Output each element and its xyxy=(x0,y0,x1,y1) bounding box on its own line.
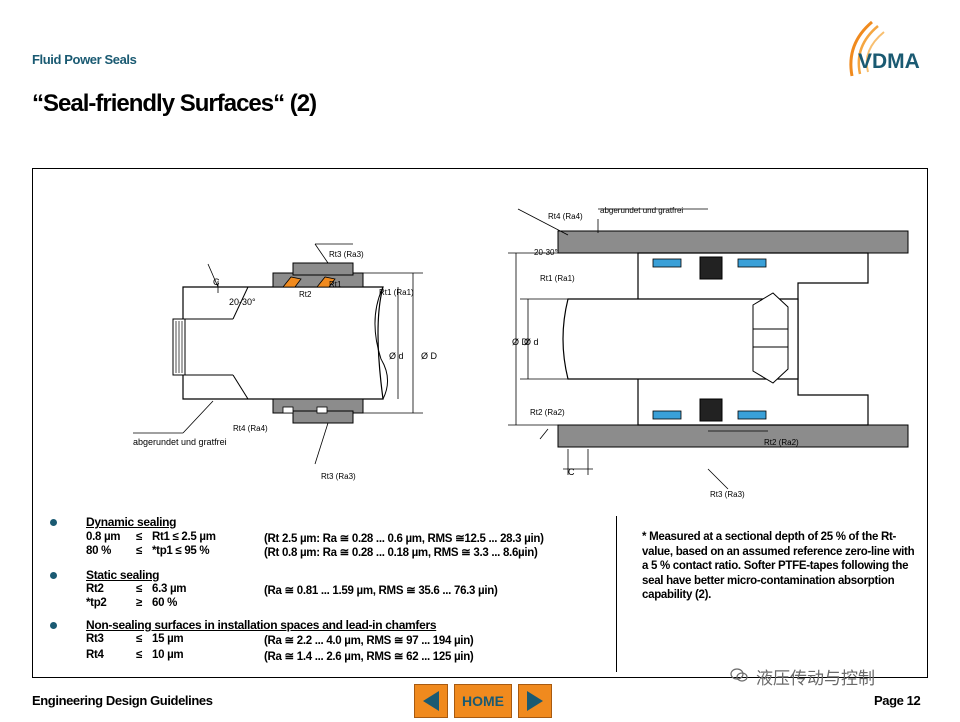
nonsealing-heading: Non-sealing surfaces in installation spa… xyxy=(86,618,437,632)
spec-cell: 15 µm xyxy=(152,633,184,645)
home-button[interactable]: HOME xyxy=(454,684,512,718)
svg-text:Rt2 (Ra2): Rt2 (Ra2) xyxy=(530,408,565,417)
dynamic-heading: Dynamic sealing xyxy=(86,515,177,529)
spec-cell: ≤ xyxy=(136,633,143,645)
spec-cell: ≤ xyxy=(136,649,143,661)
bullet-icon xyxy=(50,572,57,579)
spec-cell: (Rt 2.5 µm: Ra ≅ 0.28 ... 0.6 µm, RMS ≅1… xyxy=(264,533,544,545)
svg-text:Ø D: Ø D xyxy=(512,337,529,347)
spec-cell: ≤ xyxy=(136,531,143,543)
spec-cell: (Rt 0.8 µm: Ra ≅ 0.28 ... 0.18 µm, RMS ≅… xyxy=(264,547,538,559)
spec-cell: 80 % xyxy=(86,545,112,557)
spec-cell: 10 µm xyxy=(152,649,184,661)
section-title: Fluid Power Seals xyxy=(32,52,137,67)
next-button[interactable] xyxy=(518,684,552,718)
svg-text:Rt4 (Ra4): Rt4 (Ra4) xyxy=(233,424,268,433)
spec-cell: (Ra ≅ 0.81 ... 1.59 µm, RMS ≅ 35.6 ... 7… xyxy=(264,585,498,597)
logo-text: VDMA xyxy=(858,50,920,73)
bullet-icon xyxy=(50,519,57,526)
bullet-icon xyxy=(50,622,57,629)
content-panel xyxy=(32,168,928,678)
watermark-text: 液压传动与控制 xyxy=(756,669,875,688)
svg-text:Ø d: Ø d xyxy=(389,351,404,361)
spec-cell: Rt1 ≤ 2.5 µm xyxy=(152,531,216,543)
column-divider xyxy=(616,516,617,672)
static-heading: Static sealing xyxy=(86,568,160,582)
footnote: * Measured at a sectional depth of 25 % … xyxy=(642,531,915,601)
svg-text:Rt3 (Ra3): Rt3 (Ra3) xyxy=(321,472,356,481)
left-seal-drawing: C 20-30° Rt3 (Ra3) Rt1 (Ra1) Rt1 Rt2 Rt4… xyxy=(133,243,438,481)
right-seal-drawing: abgerundet und gratfrei Rt4 (Ra4) 20-30°… xyxy=(508,206,909,499)
svg-text:Rt3 (Ra3): Rt3 (Ra3) xyxy=(710,490,745,499)
footer-title: Engineering Design Guidelines xyxy=(32,693,213,708)
svg-text:C: C xyxy=(568,467,575,477)
spec-cell: Rt4 xyxy=(86,649,104,661)
spec-cell: 0.8 µm xyxy=(86,531,121,543)
svg-text:Rt4 (Ra4): Rt4 (Ra4) xyxy=(548,212,583,221)
page-number: Page 12 xyxy=(874,693,921,708)
svg-text:Rt2 (Ra2): Rt2 (Ra2) xyxy=(764,438,799,447)
svg-text:Rt2: Rt2 xyxy=(299,290,312,299)
vdma-logo: VDMA xyxy=(849,20,920,77)
spec-cell: (Ra ≅ 1.4 ... 2.6 µm, RMS ≅ 62 ... 125 µ… xyxy=(264,651,474,663)
spec-cell: *tp1 ≤ 95 % xyxy=(152,545,210,557)
previous-button[interactable] xyxy=(414,684,448,718)
svg-text:20-30°: 20-30° xyxy=(229,297,256,307)
page-title: “Seal-friendly Surfaces“ (2) xyxy=(32,90,317,117)
triangle-right-icon xyxy=(527,691,543,711)
svg-text:Ø D: Ø D xyxy=(421,351,438,361)
spec-cell: ≤ xyxy=(136,545,143,557)
wechat-icon xyxy=(730,668,748,682)
triangle-left-icon xyxy=(423,691,439,711)
spec-cell: *tp2 xyxy=(86,597,107,609)
svg-text:Rt1: Rt1 xyxy=(329,280,342,289)
svg-text:Rt1 (Ra1): Rt1 (Ra1) xyxy=(540,274,575,283)
spec-cell: Rt3 xyxy=(86,633,104,645)
spec-cell: 60 % xyxy=(152,597,178,609)
svg-text:20-30°: 20-30° xyxy=(534,248,558,257)
spec-cell: Rt2 xyxy=(86,583,104,595)
svg-text:Rt3 (Ra3): Rt3 (Ra3) xyxy=(329,250,364,259)
svg-text:abgerundet und gratfrei: abgerundet und gratfrei xyxy=(600,206,683,215)
svg-text:Ø d: Ø d xyxy=(524,337,539,347)
spec-cell: 6.3 µm xyxy=(152,583,187,595)
svg-text:abgerundet und gratfrei: abgerundet und gratfrei xyxy=(133,437,227,447)
spec-cell: ≤ xyxy=(136,583,143,595)
svg-text:C: C xyxy=(213,277,220,287)
spec-cell: ≥ xyxy=(136,597,143,609)
spec-cell: (Ra ≅ 2.2 ... 4.0 µm, RMS ≅ 97 ... 194 µ… xyxy=(264,635,474,647)
svg-text:Rt1 (Ra1): Rt1 (Ra1) xyxy=(379,288,414,297)
